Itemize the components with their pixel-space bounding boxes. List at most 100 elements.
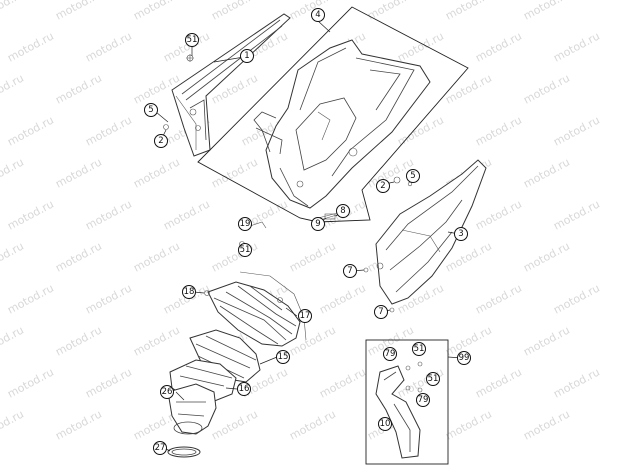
watermark-text: motod.ru <box>53 0 104 23</box>
svg-text:1: 1 <box>244 51 249 61</box>
hose-clamp-part <box>167 446 201 458</box>
watermark-text: motod.ru <box>5 29 56 64</box>
watermark-text: motod.ru <box>83 113 134 148</box>
watermark-text: motod.ru <box>0 0 26 23</box>
intake-boot-part <box>167 383 217 435</box>
svg-text:8: 8 <box>340 206 345 216</box>
air-filter-part <box>189 329 261 383</box>
watermark-text: motod.ru <box>551 113 602 148</box>
callout-4: 4 <box>311 8 325 22</box>
watermark-text: motod.ru <box>131 323 182 358</box>
watermark-text: motod.ru <box>53 239 104 274</box>
watermark-text: motod.ru <box>0 71 26 106</box>
watermark-text: motod.ru <box>53 323 104 358</box>
svg-text:51: 51 <box>240 245 251 255</box>
watermark-text: motod.ru <box>473 29 524 64</box>
svg-text:17: 17 <box>300 311 311 321</box>
callout-16: 16 <box>237 382 251 396</box>
watermark-text: motod.ru <box>521 323 572 358</box>
callout-15: 15 <box>276 350 290 364</box>
callout-79: 79 <box>383 347 397 361</box>
svg-text:99: 99 <box>459 353 470 363</box>
callout-8: 8 <box>336 204 350 218</box>
watermark-text: motod.ru <box>5 113 56 148</box>
callout-3: 3 <box>454 227 468 241</box>
watermark-layer: motod.ru motod.ru motod.ru motod.ru motod.ru… <box>0 0 602 443</box>
svg-text:2: 2 <box>380 181 385 191</box>
air-filter-cage-part <box>207 271 307 347</box>
watermark-text: motod.ru <box>209 0 260 23</box>
svg-text:27: 27 <box>155 443 166 453</box>
svg-text:51: 51 <box>428 374 439 384</box>
watermark-text: motod.ru <box>0 407 26 442</box>
watermark-text: motod.ru <box>473 281 524 316</box>
watermark-text: motod.ru <box>551 365 602 400</box>
svg-text:7: 7 <box>378 307 383 317</box>
callout-51: 51 <box>238 243 252 257</box>
callout-1: 1 <box>240 49 254 63</box>
svg-text:19: 19 <box>240 219 251 229</box>
svg-text:15: 15 <box>278 352 289 362</box>
svg-text:18: 18 <box>184 287 195 297</box>
watermark-text: motod.ru <box>5 197 56 232</box>
svg-text:51: 51 <box>187 35 198 45</box>
hardware-fasteners <box>163 54 413 313</box>
watermark-text: motod.ru <box>209 239 260 274</box>
callout-5: 5 <box>406 169 420 183</box>
watermark-text: motod.ru <box>365 0 416 23</box>
callout-27: 27 <box>153 441 167 455</box>
watermark-text: motod.ru <box>521 407 572 442</box>
watermark-text: motod.ru <box>209 155 260 190</box>
watermark-text: motod.ru <box>395 29 446 64</box>
svg-text:2: 2 <box>158 136 163 146</box>
watermark-text: motod.ru <box>287 239 338 274</box>
watermark-text: motod.ru <box>83 29 134 64</box>
watermark-text: motod.ru <box>131 155 182 190</box>
watermark-text: motod.ru <box>473 197 524 232</box>
callout-9: 9 <box>311 217 325 231</box>
watermark-text: motod.ru <box>83 281 134 316</box>
watermark-text: motod.ru <box>131 0 182 23</box>
callout-26: 26 <box>160 385 174 399</box>
callout-99: 99 <box>457 351 471 365</box>
svg-text:9: 9 <box>315 219 320 229</box>
watermark-text: motod.ru <box>521 155 572 190</box>
watermark-text: motod.ru <box>473 113 524 148</box>
watermark-text: motod.ru <box>53 155 104 190</box>
watermark-text: motod.ru <box>551 197 602 232</box>
watermark-text: motod.ru <box>5 365 56 400</box>
watermark-text: motod.ru <box>161 197 212 232</box>
watermark-text: motod.ru <box>443 0 494 23</box>
watermark-text: motod.ru <box>209 407 260 442</box>
svg-text:5: 5 <box>410 171 415 181</box>
callout-layer: 1 2 2 3 4 5 5 7 7 8 9 10 15 16 17 18 19 … <box>144 8 471 455</box>
watermark-text: motod.ru <box>521 71 572 106</box>
watermark-text: motod.ru <box>473 365 524 400</box>
callout-19: 19 <box>238 217 252 231</box>
callout-5: 5 <box>144 103 158 117</box>
assembly-outline-frame <box>197 6 469 223</box>
watermark-text: motod.ru <box>551 29 602 64</box>
svg-text:3: 3 <box>458 229 463 239</box>
callout-51: 51 <box>412 342 426 356</box>
svg-text:10: 10 <box>380 419 391 429</box>
side-cover-part <box>375 159 487 305</box>
watermark-text: motod.ru <box>53 407 104 442</box>
svg-text:26: 26 <box>162 387 173 397</box>
watermark-text: motod.ru <box>0 239 26 274</box>
watermark-text: motod.ru <box>131 239 182 274</box>
callout-7: 7 <box>374 305 388 319</box>
watermark-text: motod.ru <box>83 197 134 232</box>
airbox-rear-frame-part <box>253 39 431 209</box>
callout-79: 79 <box>416 393 430 407</box>
callout-18: 18 <box>182 285 196 299</box>
watermark-text: motod.ru <box>83 365 134 400</box>
svg-text:79: 79 <box>418 395 429 405</box>
watermark-text: motod.ru <box>317 365 368 400</box>
callout-10: 10 <box>378 417 392 431</box>
svg-text:16: 16 <box>239 384 250 394</box>
callout-7: 7 <box>343 264 357 278</box>
svg-text:7: 7 <box>347 266 352 276</box>
callout-2: 2 <box>376 179 390 193</box>
